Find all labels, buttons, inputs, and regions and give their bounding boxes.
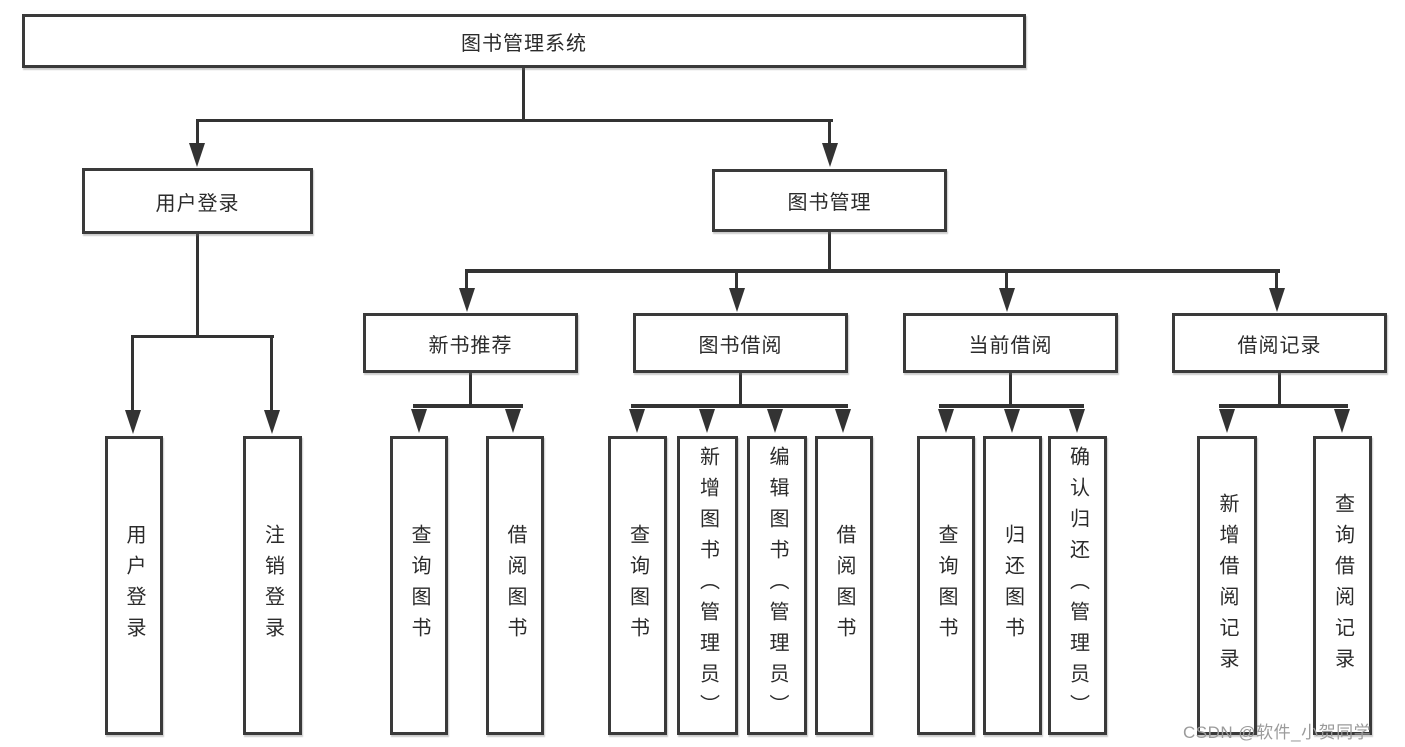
node-book-management-label: 图书管理 — [787, 192, 872, 214]
leaf-current-confirm-return-admin-label: 确认归还（管理员） — [1066, 446, 1089, 725]
leaf-logout: 注销登录 — [243, 436, 302, 735]
leaf-recommend-query-books: 查询图书 — [390, 436, 448, 735]
leaf-recommend-borrow-books-label: 借阅图书 — [504, 523, 526, 648]
leaf-borrow-add-books-admin-label: 新增图书（管理员） — [696, 446, 719, 725]
leaf-borrow-borrow-books-label: 借阅图书 — [833, 523, 855, 648]
arrow-down-icon — [1269, 288, 1285, 312]
connector-login-stem-right — [270, 337, 273, 413]
leaf-records-query-record-label: 查询借阅记录 — [1331, 492, 1354, 679]
connector-level2-stem-left — [196, 119, 199, 146]
arrow-down-icon — [822, 143, 838, 167]
arrow-down-icon — [767, 409, 783, 433]
connector-login-stem — [196, 234, 199, 337]
leaf-records-query-record: 查询借阅记录 — [1313, 436, 1372, 735]
connector-level3-stem-2 — [735, 272, 738, 290]
node-user-login: 用户登录 — [82, 168, 313, 234]
leaf-records-add-record-label: 新增借阅记录 — [1216, 492, 1238, 679]
arrow-down-icon — [189, 143, 205, 167]
node-new-book-recommend-label: 新书推荐 — [428, 334, 513, 357]
arrow-down-icon — [629, 409, 645, 433]
connector-group-stem-records — [1278, 372, 1281, 407]
arrow-down-icon — [999, 288, 1015, 312]
connector-group-bar-recommend — [413, 404, 523, 408]
node-book-management: 图书管理 — [712, 169, 947, 232]
node-new-book-recommend: 新书推荐 — [363, 313, 578, 373]
connector-group-bar-borrow — [631, 404, 848, 408]
connector-group-stem-borrow — [739, 372, 742, 407]
connector-mgmt-stem — [828, 232, 831, 272]
arrow-down-icon — [264, 410, 280, 434]
leaf-borrow-borrow-books: 借阅图书 — [815, 436, 873, 735]
arrow-down-icon — [411, 409, 427, 433]
connector-group-bar-current — [939, 404, 1084, 408]
node-library-system-label: 图书管理系统 — [461, 32, 587, 55]
connector-level2-stem-right — [828, 119, 831, 146]
leaf-user-login-label: 用户登录 — [123, 523, 145, 648]
node-library-system: 图书管理系统 — [22, 14, 1026, 68]
leaf-current-query-books-label: 查询图书 — [935, 523, 957, 648]
leaf-borrow-query-books: 查询图书 — [608, 436, 667, 735]
arrow-down-icon — [729, 288, 745, 312]
arrow-down-icon — [835, 409, 851, 433]
connector-level2-bar — [196, 119, 833, 122]
connector-level3-stem-4 — [1275, 272, 1278, 290]
node-current-borrow: 当前借阅 — [903, 313, 1118, 373]
leaf-recommend-query-books-label: 查询图书 — [408, 523, 430, 648]
node-current-borrow-label: 当前借阅 — [968, 334, 1053, 357]
connector-root-stem — [522, 68, 525, 121]
arrow-down-icon — [1334, 409, 1350, 433]
connector-group-stem-current — [1009, 372, 1012, 407]
node-user-login-label: 用户登录 — [155, 192, 240, 215]
leaf-borrow-query-books-label: 查询图书 — [626, 523, 649, 648]
leaf-records-add-record: 新增借阅记录 — [1197, 436, 1257, 735]
node-borrow-records-label: 借阅记录 — [1237, 334, 1322, 357]
node-book-borrow-label: 图书借阅 — [698, 334, 783, 357]
leaf-current-confirm-return-admin: 确认归还（管理员） — [1048, 436, 1107, 735]
leaf-current-query-books: 查询图书 — [917, 436, 975, 735]
leaf-borrow-add-books-admin: 新增图书（管理员） — [677, 436, 738, 735]
arrow-down-icon — [505, 409, 521, 433]
arrow-down-icon — [699, 409, 715, 433]
arrow-down-icon — [459, 288, 475, 312]
leaf-user-login: 用户登录 — [105, 436, 163, 735]
leaf-borrow-edit-books-admin-label: 编辑图书（管理员） — [766, 446, 788, 725]
csdn-watermark: CSDN @软件_小贺同学 — [1183, 723, 1372, 742]
leaf-current-return-books-label: 归还图书 — [1001, 523, 1024, 648]
arrow-down-icon — [1219, 409, 1235, 433]
connector-group-stem-recommend — [469, 372, 472, 407]
connector-group-bar-records — [1219, 404, 1348, 408]
leaf-current-return-books: 归还图书 — [983, 436, 1042, 735]
arrow-down-icon — [938, 409, 954, 433]
arrow-down-icon — [1004, 409, 1020, 433]
connector-level3-bar — [465, 269, 1280, 273]
node-borrow-records: 借阅记录 — [1172, 313, 1387, 373]
arrow-down-icon — [125, 410, 141, 434]
connector-login-bar — [131, 335, 274, 338]
connector-level3-stem-3 — [1005, 272, 1008, 290]
connector-level3-stem-1 — [465, 272, 468, 290]
leaf-logout-label: 注销登录 — [261, 523, 284, 648]
leaf-recommend-borrow-books: 借阅图书 — [486, 436, 544, 735]
node-book-borrow: 图书借阅 — [633, 313, 848, 373]
arrow-down-icon — [1069, 409, 1085, 433]
leaf-borrow-edit-books-admin: 编辑图书（管理员） — [747, 436, 807, 735]
connector-login-stem-left — [131, 337, 134, 413]
